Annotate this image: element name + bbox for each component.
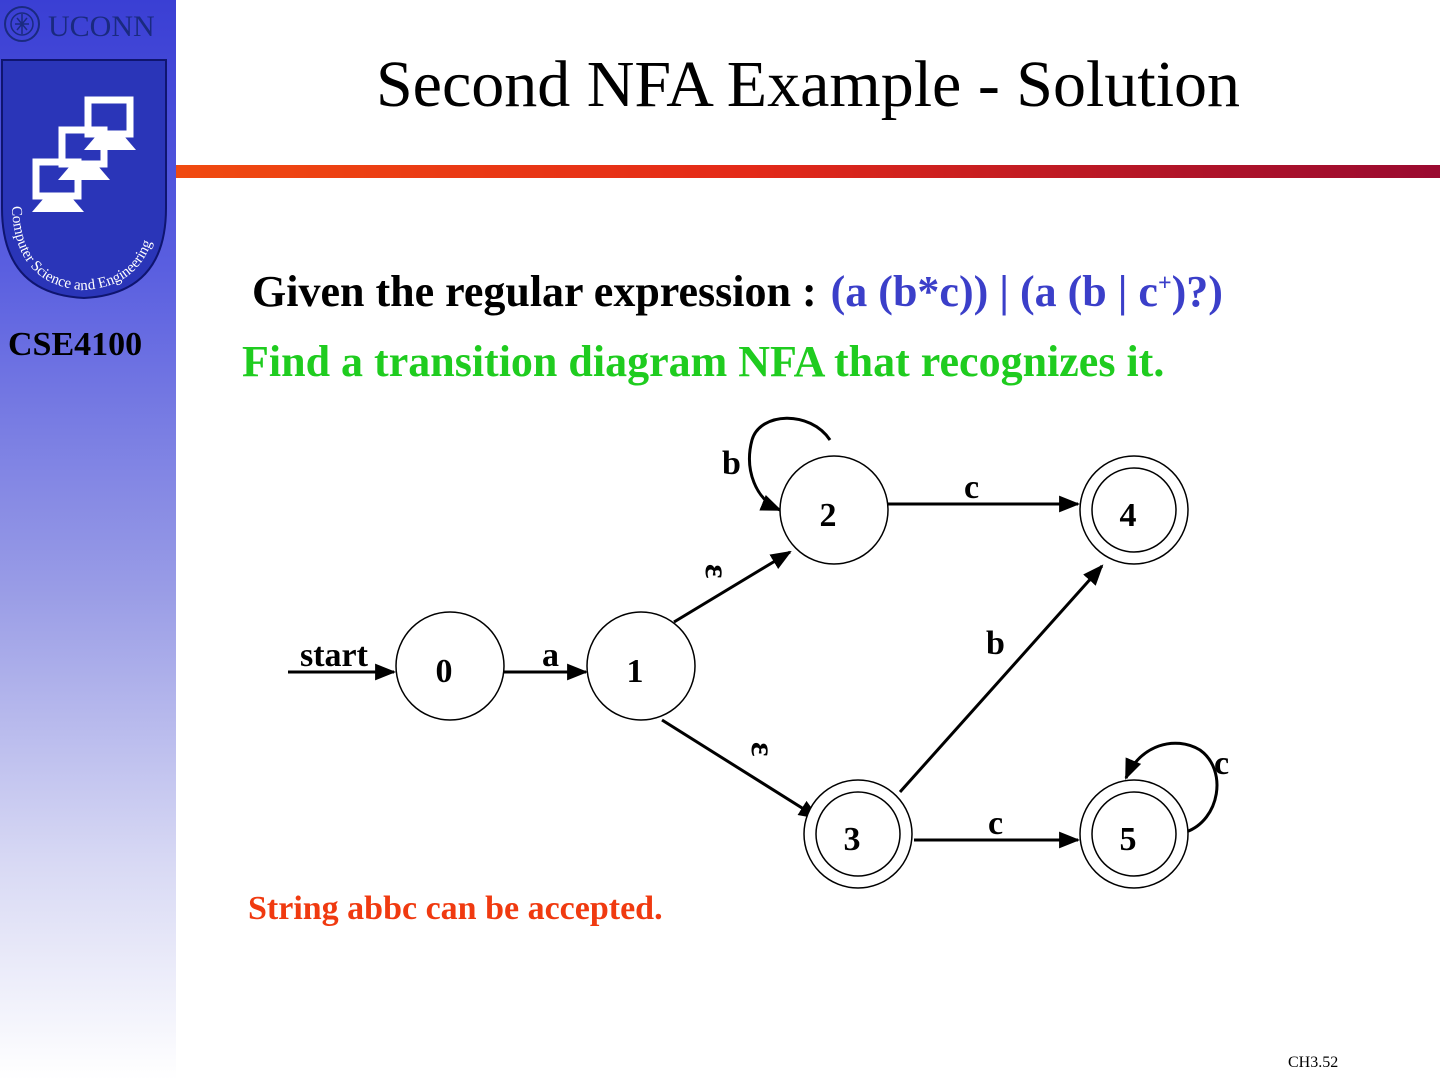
svg-text:3: 3 [844,821,861,858]
instruction-text: Find a transition diagram NFA that recog… [242,337,1165,386]
label-5-5: c [1214,745,1229,782]
state-4: 4 [1079,455,1189,565]
title-divider [176,165,1440,178]
uconn-seal-icon [4,6,40,42]
state-2: 2 [779,455,889,565]
label-3-4: b [986,625,1005,662]
regex-part-1: (a (b*c)) | (a (b | c [830,267,1158,316]
label-2-2: b [722,445,741,482]
given-regex-line: Given the regular expression : (a (b*c)) … [252,266,1223,317]
svg-text:4: 4 [1120,497,1137,534]
regex-superscript: + [1157,270,1172,297]
svg-text:0: 0 [436,653,453,690]
label-1-3: ε [744,742,781,757]
cse-logo: Computer Science and Engineering [1,59,167,300]
uconn-brand: UCONN [2,4,162,44]
edge-3-4 [898,564,1104,793]
loop-2 [748,416,832,512]
regex-expression: (a (b*c)) | (a (b | c+)?) [831,267,1223,316]
label-2-4: c [964,469,979,506]
label-0-1: a [542,637,559,674]
start-label: start [300,637,369,674]
state-1: 1 [586,611,696,721]
svg-text:5: 5 [1120,821,1137,858]
svg-text:1: 1 [627,653,644,690]
slide-number: CH3.52 [1288,1054,1339,1071]
state-0: 0 [395,611,505,721]
loop-5 [1124,741,1219,834]
conclusion-text: String abbc can be accepted. [248,890,663,927]
label-3-5: c [988,805,1003,842]
regex-part-2: )?) [1171,267,1223,316]
sidebar: UCONN Computer Science and Engineering C… [0,0,176,1080]
slide-title: Second NFA Example - Solution [375,48,1241,121]
state-3: 3 [803,779,913,889]
edge-1-3 [661,718,820,820]
course-code: CSE4100 [8,326,143,363]
svg-text:2: 2 [820,497,837,534]
uconn-wordmark: UCONN [48,10,155,43]
state-5: 5 [1079,779,1189,889]
label-1-2: ε [698,564,735,579]
given-prefix: Given the regular expression : [252,267,817,316]
edge-1-2 [673,550,792,624]
